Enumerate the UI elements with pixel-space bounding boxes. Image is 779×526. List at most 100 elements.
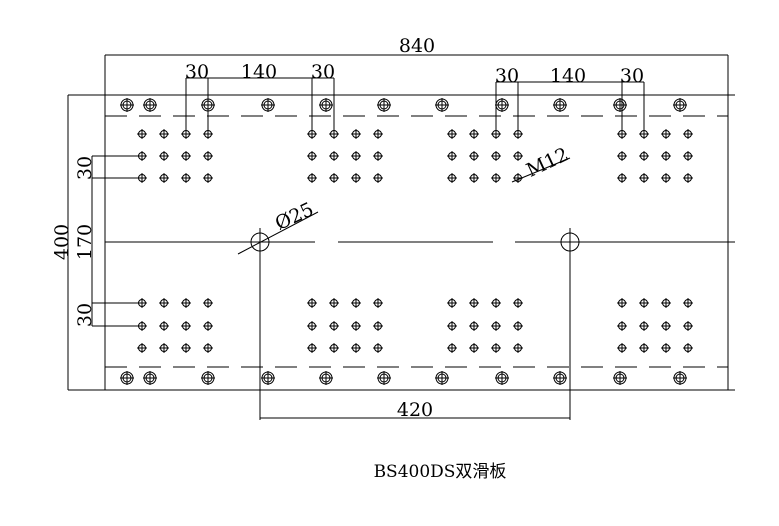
crosshair bbox=[513, 151, 523, 161]
dim-right-pitch-a: 30 bbox=[495, 65, 519, 87]
crosshair bbox=[181, 343, 191, 353]
dim-center-hole-spacing: 420 bbox=[397, 399, 433, 421]
crosshair bbox=[491, 298, 501, 308]
crosshair bbox=[143, 98, 157, 112]
crosshair bbox=[469, 298, 479, 308]
crosshair bbox=[373, 151, 383, 161]
crosshair bbox=[351, 298, 361, 308]
crosshair bbox=[491, 321, 501, 331]
crosshair bbox=[469, 173, 479, 183]
crosshair bbox=[513, 321, 523, 331]
crosshair bbox=[447, 173, 457, 183]
dim-row-pitch-top: 30 bbox=[74, 156, 96, 180]
crosshair bbox=[351, 343, 361, 353]
crosshair bbox=[159, 343, 169, 353]
crosshair bbox=[613, 371, 627, 385]
crosshair bbox=[373, 129, 383, 139]
crosshair bbox=[469, 129, 479, 139]
crosshair bbox=[673, 371, 687, 385]
crosshair bbox=[661, 129, 671, 139]
dim-center-hole-diameter: Ø25 bbox=[272, 198, 317, 235]
crosshair bbox=[553, 371, 567, 385]
crosshair bbox=[639, 298, 649, 308]
dim-center-offset: 170 bbox=[74, 224, 96, 260]
crosshair bbox=[159, 151, 169, 161]
crosshair bbox=[491, 343, 501, 353]
hole-pattern bbox=[120, 98, 693, 385]
crosshair bbox=[513, 129, 523, 139]
crosshair bbox=[661, 298, 671, 308]
crosshair bbox=[553, 98, 567, 112]
crosshair bbox=[203, 343, 213, 353]
crosshair bbox=[329, 129, 339, 139]
center-hole bbox=[560, 232, 580, 252]
crosshair bbox=[351, 129, 361, 139]
crosshair bbox=[203, 151, 213, 161]
crosshair bbox=[639, 129, 649, 139]
crosshair bbox=[639, 321, 649, 331]
crosshair bbox=[377, 98, 391, 112]
crosshair bbox=[617, 151, 627, 161]
crosshair bbox=[307, 129, 317, 139]
crosshair bbox=[181, 129, 191, 139]
crosshair bbox=[495, 98, 509, 112]
crosshair bbox=[159, 298, 169, 308]
crosshair bbox=[639, 343, 649, 353]
crosshair bbox=[261, 98, 275, 112]
crosshair bbox=[181, 298, 191, 308]
crosshair bbox=[181, 151, 191, 161]
crosshair bbox=[513, 173, 523, 183]
crosshair bbox=[261, 371, 275, 385]
crosshair bbox=[329, 151, 339, 161]
crosshair bbox=[201, 98, 215, 112]
crosshair bbox=[137, 173, 147, 183]
crosshair bbox=[307, 343, 317, 353]
crosshair bbox=[203, 298, 213, 308]
crosshair bbox=[181, 173, 191, 183]
crosshair bbox=[329, 298, 339, 308]
dim-overall-width: 840 bbox=[399, 35, 435, 57]
crosshair bbox=[661, 321, 671, 331]
crosshair bbox=[469, 343, 479, 353]
crosshair bbox=[203, 173, 213, 183]
crosshair bbox=[617, 343, 627, 353]
crosshair bbox=[351, 321, 361, 331]
crosshair bbox=[683, 321, 693, 331]
crosshair bbox=[491, 129, 501, 139]
crosshair bbox=[661, 343, 671, 353]
crosshair bbox=[683, 129, 693, 139]
crosshair bbox=[351, 173, 361, 183]
crosshair bbox=[137, 129, 147, 139]
crosshair bbox=[143, 371, 157, 385]
crosshair bbox=[469, 321, 479, 331]
crosshair bbox=[447, 151, 457, 161]
crosshair bbox=[373, 173, 383, 183]
crosshair bbox=[137, 321, 147, 331]
crosshair bbox=[159, 173, 169, 183]
crosshair bbox=[495, 371, 509, 385]
crosshair bbox=[307, 298, 317, 308]
crosshair bbox=[683, 173, 693, 183]
crosshair bbox=[137, 151, 147, 161]
crosshair bbox=[201, 371, 215, 385]
crosshair bbox=[319, 371, 333, 385]
crosshair bbox=[617, 321, 627, 331]
crosshair bbox=[491, 173, 501, 183]
crosshair bbox=[435, 371, 449, 385]
crosshair bbox=[447, 321, 457, 331]
crosshair bbox=[661, 151, 671, 161]
crosshair bbox=[435, 98, 449, 112]
dim-left-span: 140 bbox=[241, 61, 277, 83]
crosshair bbox=[469, 151, 479, 161]
crosshair bbox=[120, 98, 134, 112]
crosshair bbox=[639, 173, 649, 183]
crosshair bbox=[447, 343, 457, 353]
crosshair bbox=[120, 371, 134, 385]
crosshair bbox=[137, 298, 147, 308]
crosshair bbox=[159, 129, 169, 139]
crosshair bbox=[307, 173, 317, 183]
dim-right-span: 140 bbox=[550, 65, 586, 87]
crosshair bbox=[319, 98, 333, 112]
dim-row-pitch-bottom: 30 bbox=[74, 303, 96, 327]
